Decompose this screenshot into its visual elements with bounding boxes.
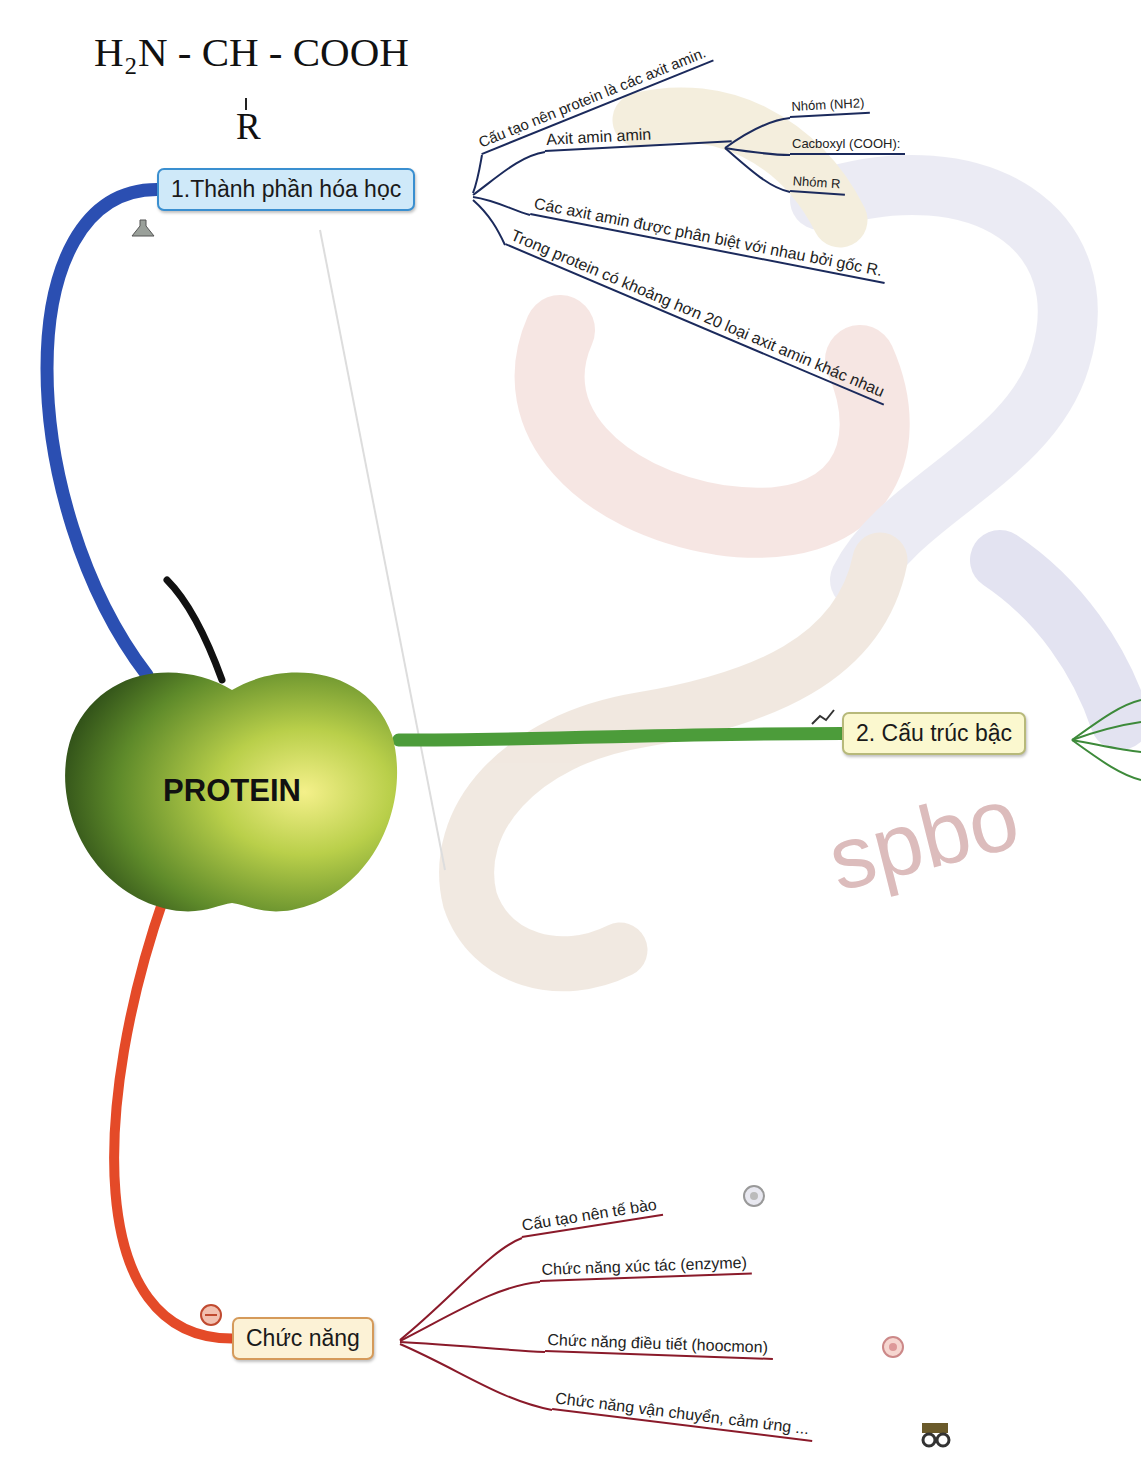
branch-connector [47, 190, 157, 676]
icon-glasses [922, 1423, 949, 1446]
icon-cell [744, 1186, 764, 1206]
branch-line [473, 197, 530, 215]
watermark-stroke [467, 560, 880, 964]
branch-label: Axit amin amin [544, 120, 732, 152]
formula-text: H₂N - CH - COOH [92, 28, 414, 78]
branch-line [725, 118, 790, 148]
watermark-stroke [1000, 560, 1120, 720]
branch-line [473, 155, 482, 193]
branch-line [1072, 700, 1141, 740]
topic-box: Chức năng [232, 1317, 374, 1360]
branch-line [473, 152, 545, 195]
icon-hormone [883, 1337, 903, 1357]
section3-branches [400, 1238, 552, 1410]
branch-label: Chức năng xúc tác (enzyme) [539, 1252, 752, 1282]
branch-line [725, 148, 790, 192]
central-apple: PROTEIN [62, 665, 402, 915]
branch-line [400, 1282, 540, 1341]
watermark-text: spbo [816, 764, 1034, 915]
watermark-swirl [467, 115, 1120, 964]
branch-label: Cacboxyl (COOH): [790, 136, 905, 155]
branch-connector [399, 734, 842, 741]
icon-flask [132, 220, 154, 236]
topic-box: 1.Thành phần hóa học [157, 168, 415, 211]
branch-line [1072, 740, 1141, 780]
branch-label: Chức năng điều tiết (hoocmon) [545, 1330, 773, 1360]
branch-line [725, 148, 790, 155]
topic-label: 1.Thành phần hóa học [171, 176, 401, 203]
branch-line [400, 1238, 522, 1340]
branch-line [400, 1342, 545, 1352]
formula-text: R [234, 105, 266, 150]
branch-line [1072, 740, 1141, 752]
branch-label: Nhóm (NH2) [789, 95, 870, 118]
topic-label: 2. Cấu trúc bậc [856, 720, 1012, 747]
branch-label: Cấu tạo nên tế bào [519, 1194, 664, 1238]
branch-line [473, 200, 505, 245]
branch-line [1072, 722, 1141, 740]
topic-label: Chức năng [246, 1325, 360, 1352]
topic-box: 2. Cấu trúc bậc [842, 712, 1026, 755]
branch-line [400, 1344, 552, 1410]
icon-minus [201, 1305, 221, 1325]
branch-connector [114, 898, 232, 1339]
central-label: PROTEIN [62, 773, 402, 809]
section2-branches [1072, 700, 1141, 780]
watermark-stroke [640, 115, 840, 220]
icon-trend [812, 710, 834, 724]
branch-label: Chức năng vận chuyển, cảm ứng ... [552, 1388, 815, 1442]
